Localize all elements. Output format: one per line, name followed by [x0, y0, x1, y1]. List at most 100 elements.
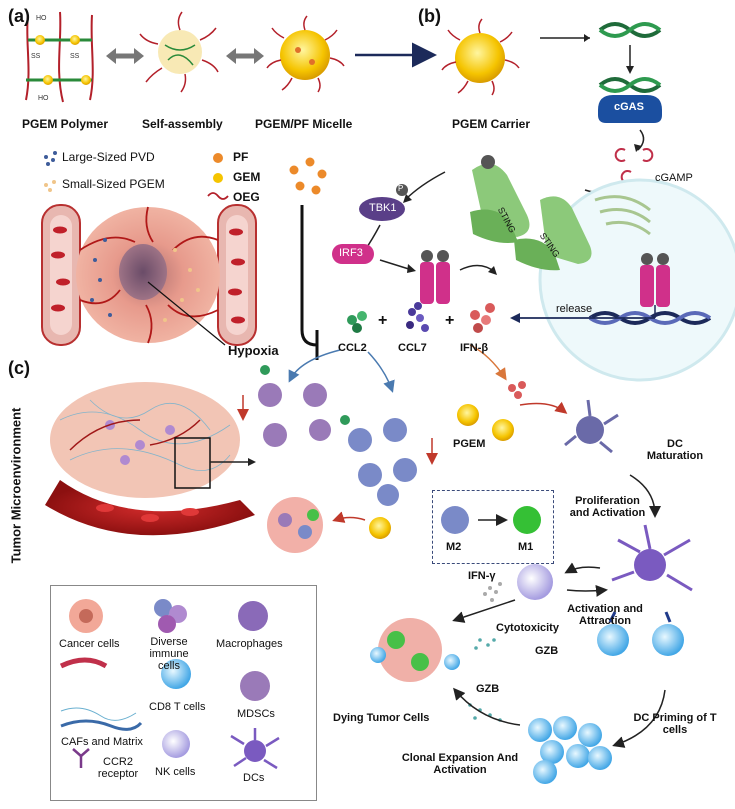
pgem-particle-3 — [369, 517, 391, 539]
micelle-label: PGEM/PF Micelle — [255, 117, 353, 131]
cell-nucleus — [538, 178, 735, 382]
cd8-t-cell-icon — [161, 659, 191, 689]
free-pf-dots — [289, 157, 327, 195]
equilibrium-arrow-2 — [226, 48, 264, 64]
dc-maturation-label: DC Maturation — [646, 438, 704, 462]
gem-label: GEM — [233, 170, 261, 184]
equilibrium-arrow-1 — [106, 48, 144, 64]
ifnb-label: IFN-β — [460, 342, 489, 354]
m2-label: M2 — [446, 541, 462, 553]
gzb-dots — [474, 638, 496, 650]
dying-tumor-cells — [370, 618, 460, 682]
legend-cancer: Cancer cells — [59, 638, 120, 650]
ifng-label: IFN-γ — [468, 570, 496, 582]
svg-text:SS: SS — [31, 53, 41, 60]
m1-macrophage — [513, 506, 541, 534]
small-pgem-label: Small-Sized PGEM — [62, 177, 165, 191]
legend-macro: Macrophages — [216, 638, 283, 650]
m1-label: M1 — [518, 541, 534, 553]
pgem-particle-2 — [492, 419, 514, 441]
tme-label: Tumor Microenvironment — [8, 407, 24, 564]
ccl2-molecules — [347, 311, 367, 333]
immune-cells-icon — [154, 599, 187, 633]
irf3-protein — [332, 244, 374, 264]
tme-tumor-cluster-zoom — [267, 497, 323, 553]
endoplasmic-reticulum — [594, 195, 651, 236]
hypoxia-pointer — [147, 281, 226, 346]
dc-icon — [230, 728, 280, 770]
dc-mature — [611, 524, 693, 592]
dc-immature — [564, 399, 619, 454]
legend-cd8: CD8 T cells — [149, 701, 206, 713]
pgem-polymer-label: PGEM Polymer — [22, 117, 109, 131]
particle-legend — [44, 151, 229, 200]
legend-icons — [59, 599, 280, 770]
tme-tumor-illustration — [45, 382, 255, 536]
irf3-label: IRF3 — [339, 247, 363, 259]
ccl2-label: CCL2 — [338, 342, 367, 354]
plus-1: + — [378, 312, 388, 329]
caf-icon — [59, 657, 108, 669]
svg-text:HO: HO — [38, 95, 49, 102]
mdsc-icon — [240, 671, 270, 701]
gzb-label-2: GZB — [476, 683, 500, 695]
legend-cafs: CAFs and Matrix — [61, 736, 143, 748]
nk-cell-icon — [162, 730, 190, 758]
legend-mdsc: MDSCs — [237, 708, 275, 720]
large-pvd-label: Large-Sized PVD — [62, 150, 155, 164]
t-cell-2 — [652, 624, 684, 656]
release-label: release — [556, 303, 593, 315]
mdsc-cluster — [258, 365, 331, 447]
pgem-polymer-illustration: SS SS HO HO — [25, 11, 94, 103]
pgem-carrier — [441, 18, 520, 96]
panel-label-c: (c) — [8, 358, 30, 378]
ifng-dots — [483, 582, 502, 602]
tbk1-label: TBK1 — [369, 202, 397, 214]
m2-m1-box — [432, 490, 554, 564]
cgamp-label: cGAMP — [655, 172, 693, 184]
release-arrow — [510, 313, 520, 323]
legend-nk: NK cells — [155, 766, 196, 778]
tbk1-protein — [359, 197, 405, 221]
panel-label-a: (a) — [8, 6, 30, 26]
irf3-dimer-nucleus — [640, 253, 670, 307]
legend-ccr2: CCR2 receptor — [97, 756, 139, 780]
svg-text:HO: HO — [36, 15, 47, 22]
pgem-label: PGEM — [453, 438, 486, 450]
nk-cell — [517, 564, 553, 600]
cell-legend: Cancer cells Diverse immune cells Macrop… — [50, 585, 317, 801]
ccl7-label: CCL7 — [398, 342, 427, 354]
self-assembly-illustration — [139, 11, 219, 93]
m2-macrophage — [441, 506, 469, 534]
dna-helix — [598, 22, 662, 38]
ifnb-molecules — [470, 303, 495, 333]
pgem-particle-1 — [457, 404, 479, 426]
activation-attraction-label: Activation and Attraction — [567, 603, 643, 627]
cytotoxicity-label: Cytotoxicity — [496, 622, 559, 634]
dc-priming-label: DC Priming of T cells — [633, 712, 717, 736]
dying-tumor-label: Dying Tumor Cells — [333, 712, 430, 724]
legend-immune: Diverse immune cells — [149, 636, 189, 672]
hypoxia-label: Hypoxia — [228, 343, 279, 358]
t-cell-1 — [597, 624, 629, 656]
tbk1-p-label: P — [398, 184, 404, 193]
pf-label: PF — [233, 150, 249, 164]
legend-dcs: DCs — [243, 772, 265, 784]
oeg-label: OEG — [233, 190, 260, 204]
clonal-expansion-label: Clonal Expansion And Activation — [401, 752, 519, 776]
zoom-box — [174, 437, 211, 489]
sting-lower — [514, 196, 592, 271]
panel-label-b: (b) — [418, 6, 441, 26]
plus-2: + — [445, 312, 455, 329]
pgem-carrier-label: PGEM Carrier — [452, 117, 531, 131]
self-assembly-label: Self-assembly — [142, 117, 223, 131]
cgas-enzyme — [598, 95, 662, 123]
cgamp-molecules — [614, 148, 654, 184]
sting-upper — [470, 155, 530, 243]
matrix-icon — [60, 707, 137, 721]
gzb-label-1: GZB — [535, 645, 559, 657]
macrophage-icon — [238, 601, 268, 631]
pgem-pf-micelle — [266, 15, 345, 93]
ccl7-molecules — [406, 302, 429, 332]
